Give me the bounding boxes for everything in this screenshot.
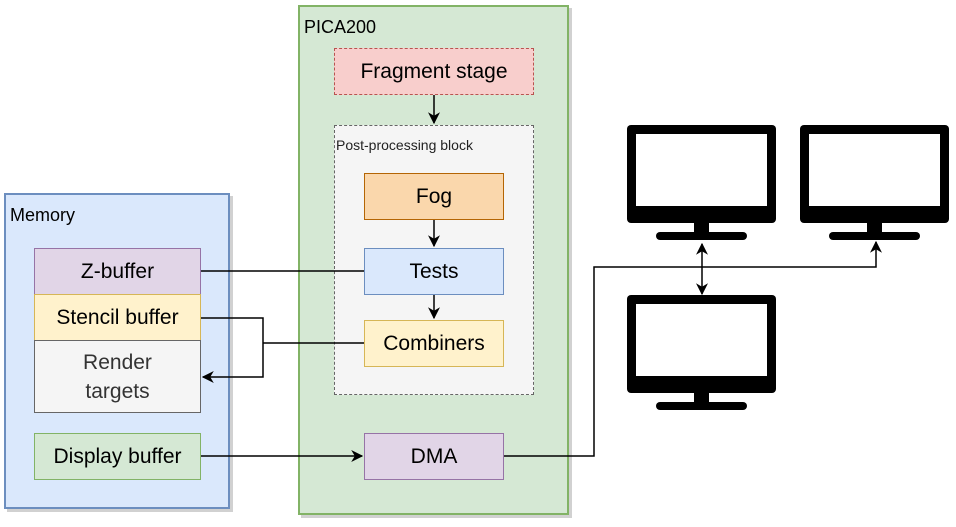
fog-label: Fog [415, 185, 453, 208]
fog-block[interactable]: Fog [364, 173, 504, 220]
z-buffer-label: Z-buffer [80, 260, 155, 283]
fragment-stage-label: Fragment stage [360, 60, 508, 83]
stencil-buffer-label: Stencil buffer [56, 306, 179, 329]
combiners-label: Combiners [383, 332, 485, 355]
monitor-icon [800, 125, 949, 240]
tests-label: Tests [409, 260, 459, 283]
tests-block[interactable]: Tests [364, 248, 504, 295]
combiners-block[interactable]: Combiners [364, 320, 504, 367]
display-buffer-block[interactable]: Display buffer [34, 433, 201, 480]
monitor-icon [627, 295, 776, 410]
render-targets-block[interactable]: Render targets [34, 340, 201, 413]
z-buffer-block[interactable]: Z-buffer [34, 248, 201, 295]
dma-label: DMA [410, 445, 458, 468]
post-processing-label: Post-processing block [336, 137, 473, 153]
render-targets-label-line1: Render [83, 350, 152, 374]
dma-block[interactable]: DMA [364, 433, 504, 480]
fragment-stage-block[interactable]: Fragment stage [334, 48, 534, 95]
render-targets-label-line2: targets [85, 379, 150, 403]
line-dma-to-monitors [504, 240, 882, 457]
monitor-icon [627, 125, 776, 240]
memory-label: Memory [10, 205, 76, 225]
stencil-buffer-block[interactable]: Stencil buffer [34, 294, 201, 341]
line-stencil-junction [201, 317, 264, 383]
pica200-label: PICA200 [304, 17, 377, 37]
display-buffer-label: Display buffer [53, 445, 182, 468]
